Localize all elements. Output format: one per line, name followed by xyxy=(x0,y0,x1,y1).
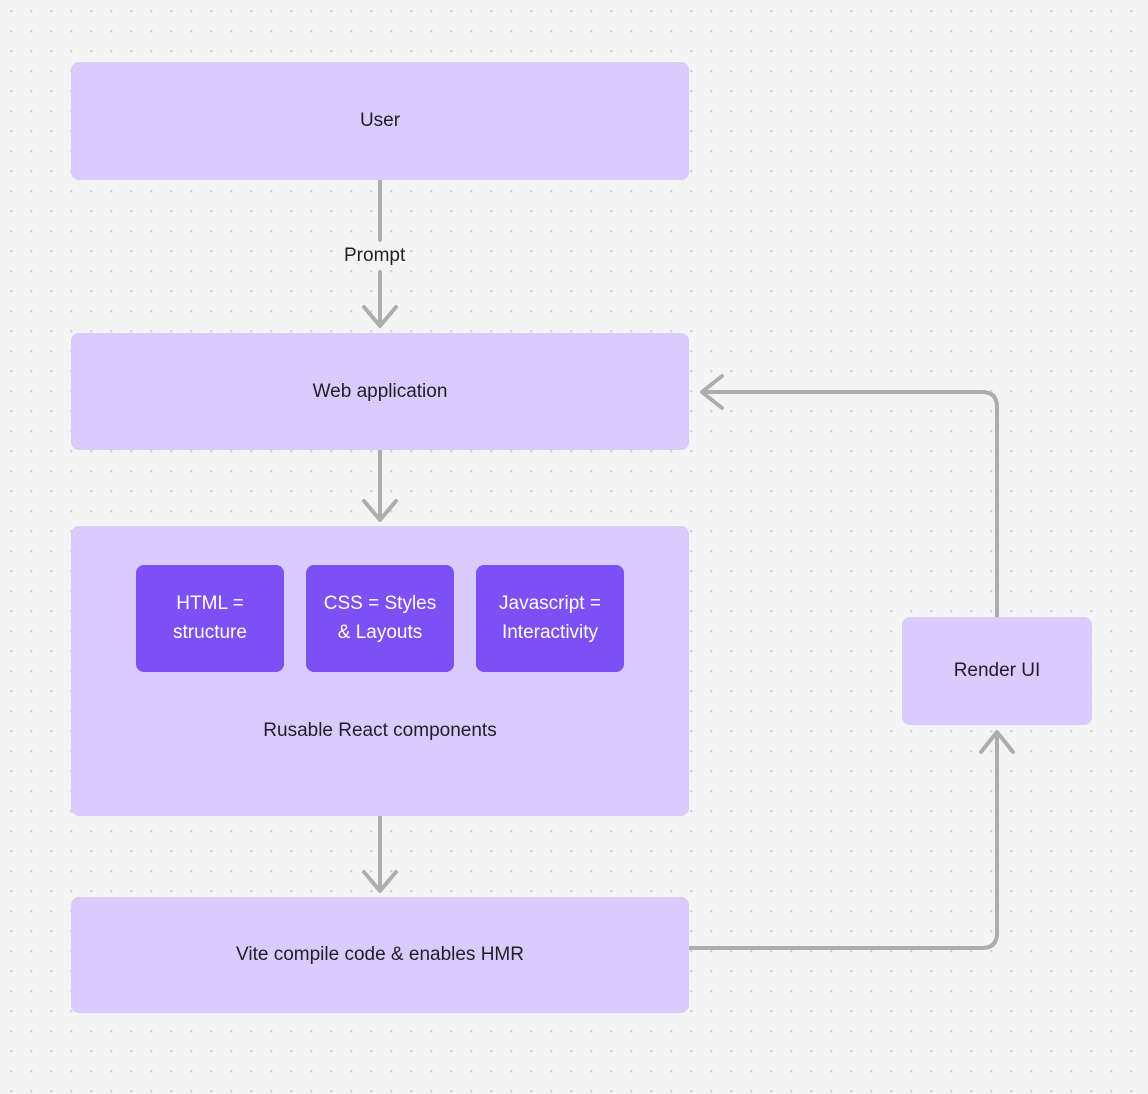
node-html-label-line1: HTML = xyxy=(176,593,244,614)
node-css-label-line2: & Layouts xyxy=(337,621,423,643)
node-html[interactable]: HTML = structure xyxy=(136,565,284,672)
edge-label-prompt: Prompt xyxy=(344,246,405,265)
node-web-application[interactable]: Web application xyxy=(71,333,689,450)
edge-webapp-to-components xyxy=(362,449,398,522)
edge-components-to-vite xyxy=(362,815,398,893)
node-react-components-caption: Rusable React components xyxy=(71,718,689,743)
node-render-ui[interactable]: Render UI xyxy=(902,617,1092,725)
node-react-components-group[interactable]: HTML = structure CSS = Styles & Layouts … xyxy=(71,526,689,816)
node-javascript[interactable]: Javascript = Interactivity xyxy=(476,565,624,672)
node-vite[interactable]: Vite compile code & enables HMR xyxy=(71,897,689,1013)
node-html-label-line2: structure xyxy=(173,621,247,643)
node-css-label-line1: CSS = Styles xyxy=(323,593,437,614)
node-user-label: User xyxy=(359,110,401,132)
node-react-components-caption-text: Rusable React components xyxy=(263,720,497,741)
edge-render-to-webapp xyxy=(700,374,999,619)
node-render-ui-label: Render UI xyxy=(953,660,1041,682)
node-javascript-label-line2: Interactivity xyxy=(501,621,599,643)
node-vite-label: Vite compile code & enables HMR xyxy=(236,944,524,966)
edge-vite-to-render xyxy=(688,730,1015,950)
node-web-application-label: Web application xyxy=(312,380,448,402)
node-css[interactable]: CSS = Styles & Layouts xyxy=(306,565,454,672)
edge-label-prompt-text: Prompt xyxy=(344,245,406,266)
node-javascript-label-line1: Javascript = xyxy=(499,593,601,614)
node-user[interactable]: User xyxy=(71,62,689,180)
